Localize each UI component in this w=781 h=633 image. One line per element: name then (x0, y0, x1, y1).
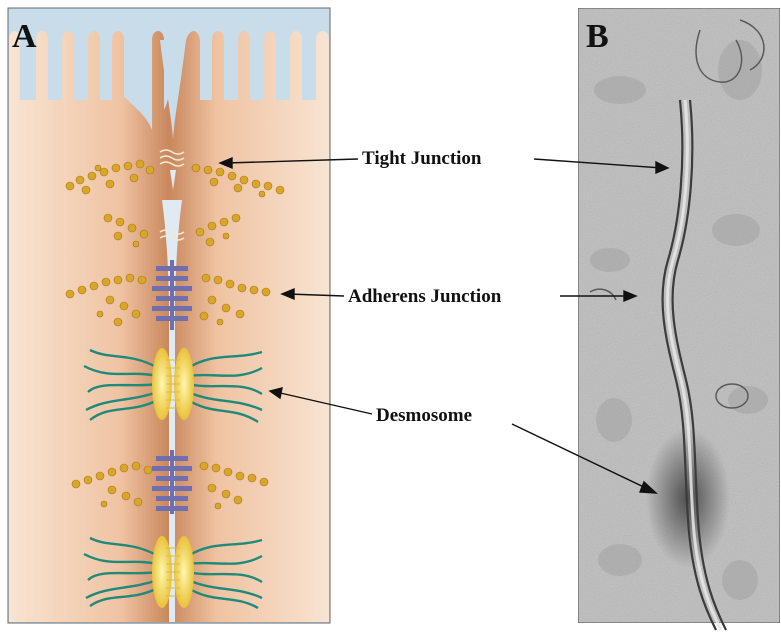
micrograph-desmosome-density (646, 428, 730, 568)
panel-b (578, 8, 780, 630)
adherens-junction-label: Adherens Junction (348, 286, 501, 308)
tight-junction-label: Tight Junction (362, 148, 482, 170)
panel-a-letter: A (12, 18, 37, 56)
panel-a (8, 8, 330, 623)
panel-b-letter: B (586, 18, 609, 56)
desmosome-label: Desmosome (376, 405, 472, 427)
